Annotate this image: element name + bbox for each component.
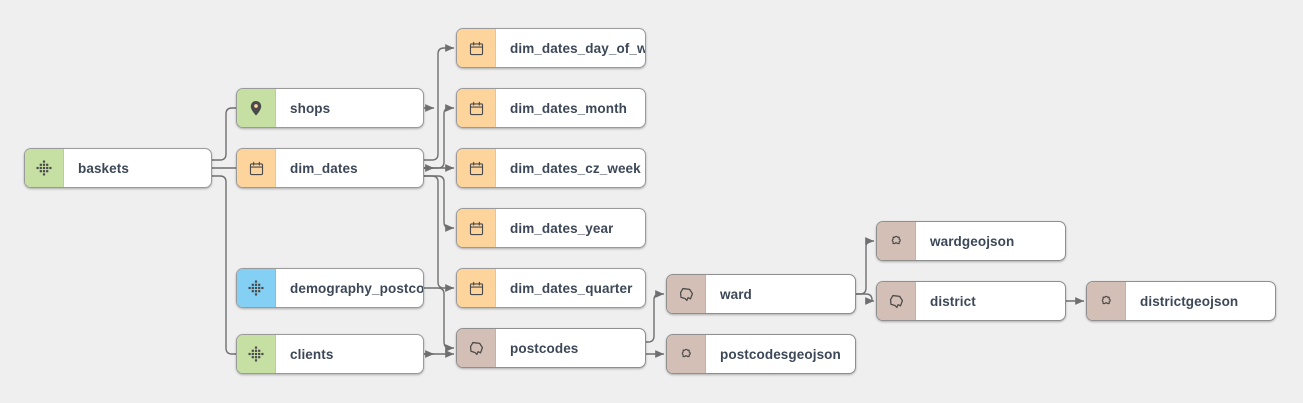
node-label: dim_dates_month [510, 100, 628, 116]
puzzle-icon [1087, 282, 1126, 320]
node-ward[interactable]: ward [666, 274, 856, 314]
node-label: dim_dates_quarter [510, 280, 633, 296]
calendar-icon [457, 149, 496, 187]
edge-ward-district [856, 293, 874, 305]
node-shops[interactable]: shops [236, 88, 424, 128]
node-dim_dates_month[interactable]: dim_dates_month [456, 88, 646, 128]
node-label: district [930, 293, 976, 309]
edge-dim_dates-month [424, 104, 454, 169]
node-clients[interactable]: clients [236, 334, 424, 374]
node-label: postcodesgeojson [720, 346, 841, 362]
node-dim_dates_quarter[interactable]: dim_dates_quarter [456, 268, 646, 308]
node-label: districtgeojson [1140, 293, 1239, 309]
calendar-icon [237, 149, 276, 187]
node-baskets[interactable]: baskets [24, 148, 212, 188]
node-label: dim_dates [290, 160, 358, 176]
edge-dim_dates-year [424, 175, 454, 232]
edge-ward-wardgeojson [856, 237, 874, 295]
calendar-icon [457, 269, 496, 307]
node-label: postcodes [510, 340, 579, 356]
node-postcodes[interactable]: postcodes [456, 328, 646, 368]
edge-demography-postcodes [424, 287, 454, 352]
node-label: wardgeojson [930, 233, 1015, 249]
node-label: dim_dates_cz_week [510, 160, 641, 176]
node-dim_dates[interactable]: dim_dates [236, 148, 424, 188]
node-label: shops [290, 100, 331, 116]
node-demography_postcod[interactable]: demography_postcod [236, 268, 424, 308]
node-label: dim_dates_year [510, 220, 614, 236]
dot-grid-icon [237, 335, 276, 373]
node-districtgeojson[interactable]: districtgeojson [1086, 281, 1276, 321]
node-label: ward [720, 286, 752, 302]
node-dim_dates_year[interactable]: dim_dates_year [456, 208, 646, 248]
edge-dim_dates-day_of_we [424, 44, 454, 161]
node-postcodesgeojson[interactable]: postcodesgeojson [666, 334, 856, 374]
calendar-icon [457, 29, 496, 67]
node-dim_dates_day_of_we[interactable]: dim_dates_day_of_we [456, 28, 646, 68]
node-label: demography_postcod [290, 280, 423, 296]
puzzle-icon [667, 335, 706, 373]
polygon-icon [877, 282, 916, 320]
node-label: clients [290, 346, 334, 362]
polygon-icon [457, 329, 496, 367]
edge-postcodes-ward [646, 290, 664, 343]
dot-grid-icon [237, 269, 276, 307]
calendar-icon [457, 209, 496, 247]
dot-grid-icon [25, 149, 64, 187]
node-label: baskets [78, 160, 129, 176]
edge-dim_dates-quarter [424, 175, 454, 292]
calendar-icon [457, 89, 496, 127]
node-wardgeojson[interactable]: wardgeojson [876, 221, 1066, 261]
node-label: dim_dates_day_of_we [510, 40, 645, 56]
polygon-icon [667, 275, 706, 313]
edge-baskets-clients [212, 175, 434, 358]
node-district[interactable]: district [876, 281, 1066, 321]
map-pin-icon [237, 89, 276, 127]
puzzle-icon [877, 222, 916, 260]
node-dim_dates_cz_week[interactable]: dim_dates_cz_week [456, 148, 646, 188]
